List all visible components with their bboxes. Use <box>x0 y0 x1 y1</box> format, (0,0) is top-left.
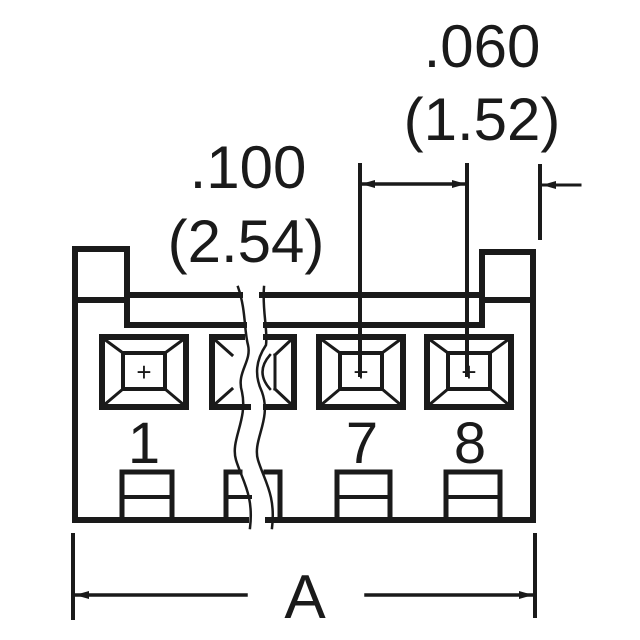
contact-slot-2-broken <box>223 469 283 523</box>
edge-offset-inch: .060 <box>424 13 541 80</box>
pin-pad-7 <box>316 334 406 410</box>
pin8-center-marker: + <box>461 357 476 387</box>
break-line-right <box>255 285 275 530</box>
connector-body <box>72 246 536 523</box>
pin-label-8: 8 <box>454 411 486 476</box>
contact-slot-1 <box>119 469 175 523</box>
overall-length-label: A <box>284 563 326 632</box>
pin-label-1: 1 <box>128 411 160 476</box>
pin-pad-8 <box>424 334 514 410</box>
edge-offset-dimension: .060 (1.52) <box>404 13 561 153</box>
pin7-center-marker: + <box>353 357 368 387</box>
contact-slot-8 <box>443 469 503 523</box>
pitch-inch: .100 <box>190 134 307 201</box>
pin-pad-1 <box>99 334 189 410</box>
pin-labels: 1 7 8 <box>128 411 486 476</box>
edge-offset-mm: (1.52) <box>404 86 561 153</box>
pin-pad-2-broken <box>209 334 297 410</box>
contact-slot-7 <box>334 469 393 523</box>
pitch-mm: (2.54) <box>168 208 325 275</box>
pin-center-markers: + + + <box>136 357 476 387</box>
pin-label-7: 7 <box>346 411 378 476</box>
pin1-center-marker: + <box>136 357 151 387</box>
pitch-dimension: .100 (2.54) <box>168 134 325 275</box>
break-line-left <box>233 285 253 530</box>
